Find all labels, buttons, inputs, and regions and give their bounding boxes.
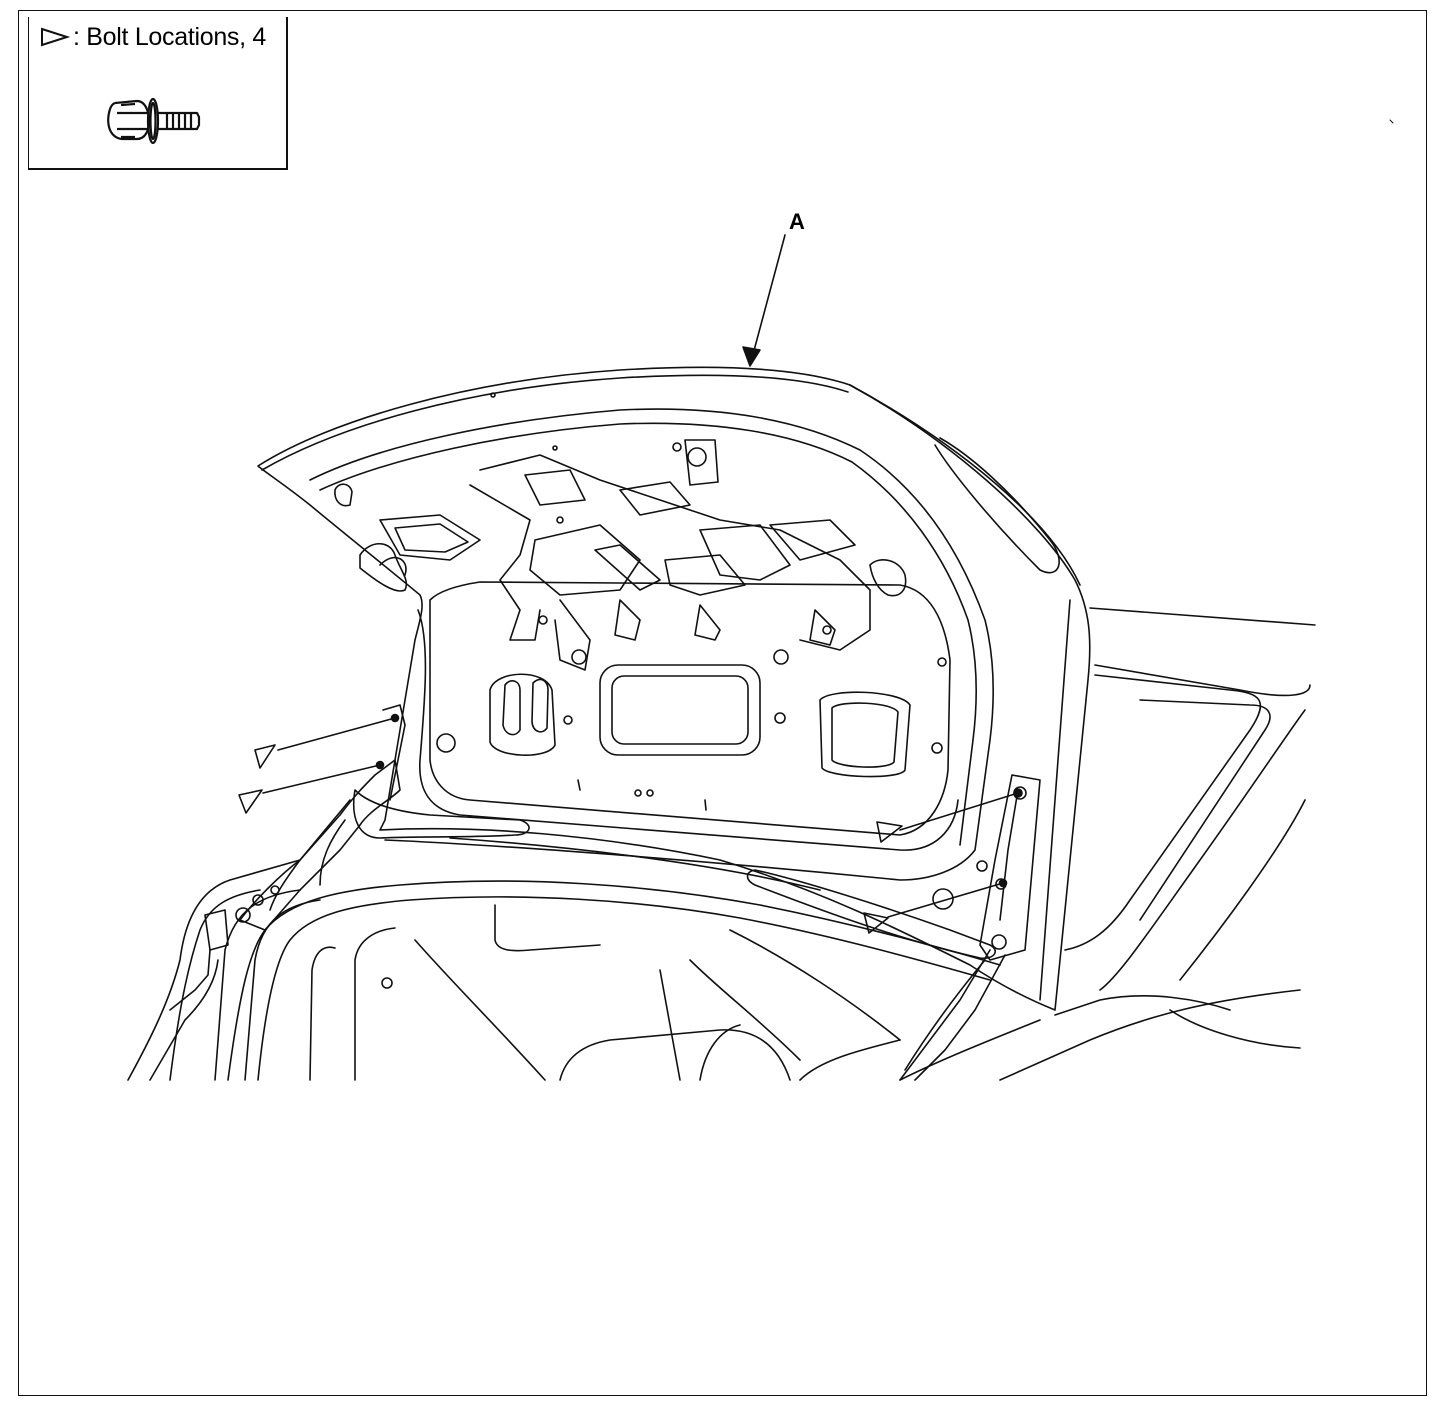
lid-reinforcement-ribs (379, 454, 871, 671)
trunk-lid (257, 366, 1091, 1011)
left-hinge (149, 704, 406, 1081)
bolt-marker-2 (238, 760, 385, 814)
callout-a-leader (742, 234, 786, 367)
lid-stoppers (334, 439, 907, 597)
lid-lower-edge (353, 789, 996, 960)
diagram-frame (18, 10, 1427, 1396)
bolt-legend-label: : Bolt Locations, 4 (39, 22, 266, 52)
bolt-legend-text: : Bolt Locations, 4 (73, 22, 267, 51)
lid-openings (436, 392, 947, 811)
bolt-legend-box: : Bolt Locations, 4 (28, 17, 288, 170)
bolt-marker-4 (863, 878, 1008, 934)
bolt-location-triangle-icon (41, 28, 71, 47)
part-a-callout-label: A (789, 209, 805, 234)
bolt-marker-3 (876, 788, 1023, 843)
car-body (127, 607, 1316, 1081)
bolt-marker-1 (254, 713, 400, 769)
flange-bolt-icon (107, 97, 201, 145)
right-hinge (899, 774, 1041, 1081)
